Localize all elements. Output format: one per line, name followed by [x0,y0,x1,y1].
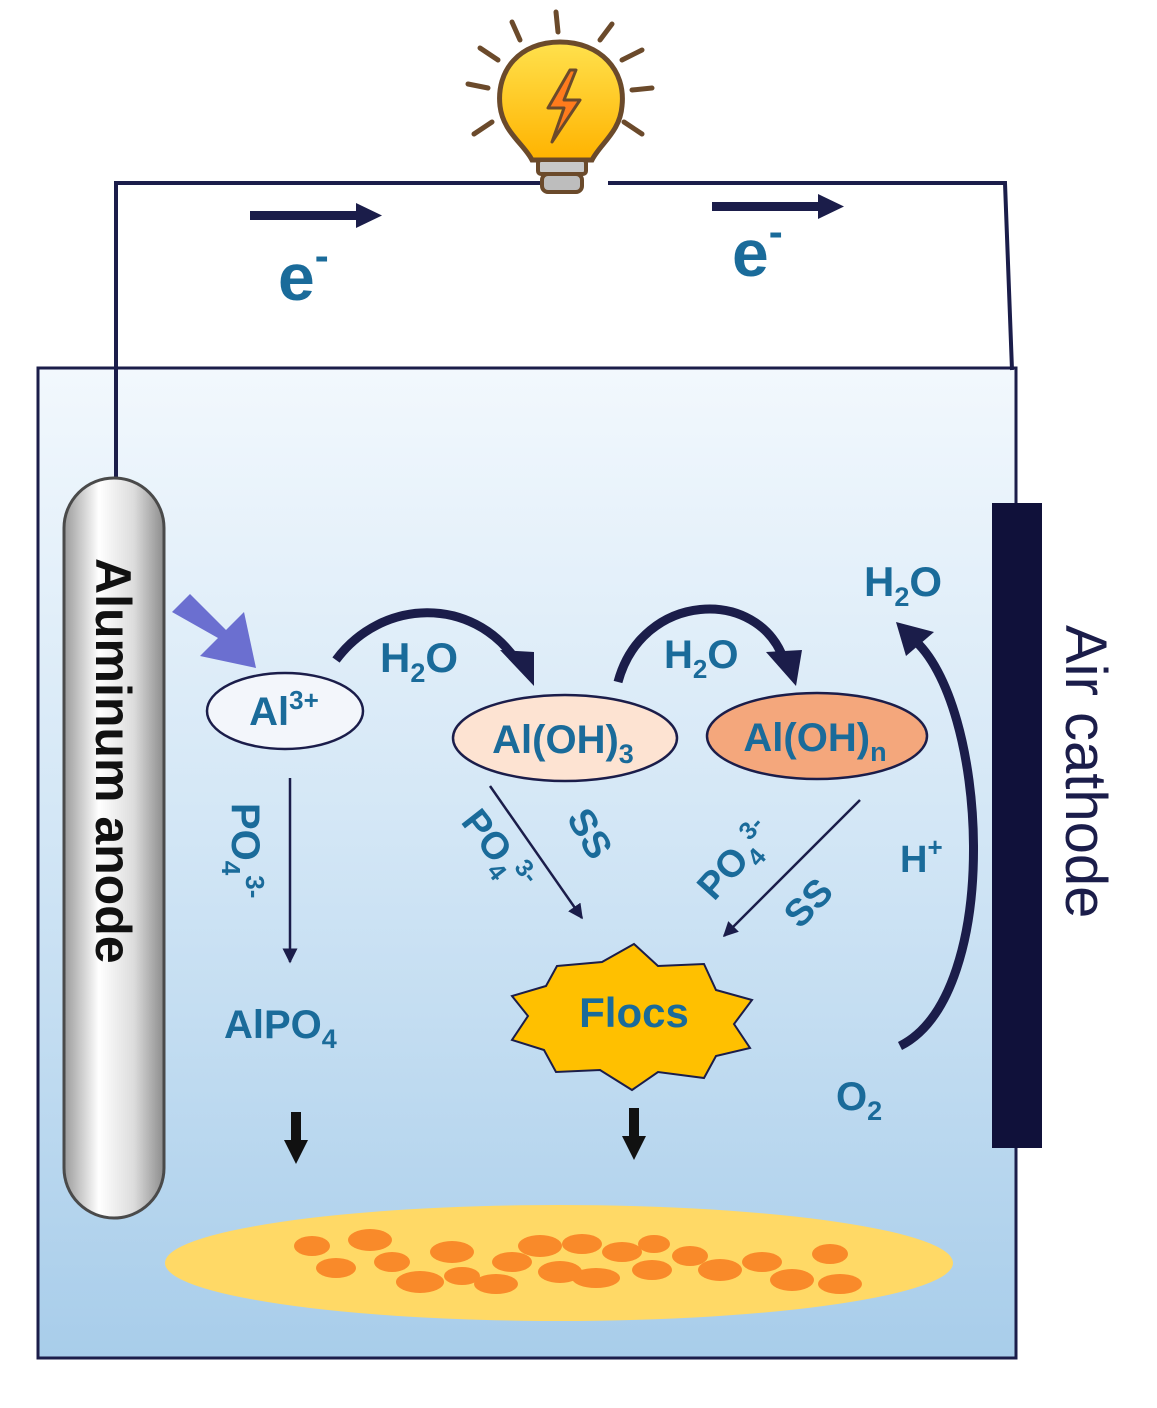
cathode-label: Air cathode [1053,625,1118,918]
hydrolysis-arrow-2 [613,604,789,684]
coagulation-arrow-1 [488,785,584,920]
electron-arrow-right [712,194,844,219]
electron-arrow-left [250,203,382,228]
settling-arrow-right [622,1108,646,1160]
water-label-1: H2O [380,634,458,688]
anode-label: Aluminum anode [85,558,141,964]
flocs-burst [510,942,754,1092]
water-label-2: H2O [664,633,738,684]
al-ohn-node [705,691,929,781]
al-ohn-label: Al(OH)n [743,716,886,767]
reduction-arrow [897,634,978,1051]
proton-label: H+ [900,832,943,881]
water-tank [36,366,1018,1360]
flocs-label: Flocs [579,989,689,1036]
aluminum-anode [62,476,166,1220]
al-ion-node [205,671,365,751]
al-oh3-label: Al(OH)3 [492,718,634,769]
sediment-particles [294,1229,862,1294]
water-label-3: H2O [864,558,942,612]
coagulation-arrow-2 [722,799,861,938]
al-oh3-node [451,693,679,783]
electron-label-right: e- [732,208,783,290]
oxygen-label: O2 [836,1075,882,1126]
circuit-wire [114,181,1014,478]
alpo4-label: AlPO4 [224,1003,337,1054]
light-bulb-icon [465,9,655,194]
air-cathode [992,503,1042,1148]
electron-label-left: e- [278,232,329,314]
settling-arrow-left [284,1112,308,1164]
al-ion-label: Al3+ [249,685,319,734]
hydrolysis-arrow-1 [332,608,520,663]
phosphate-label-left: PO43- [216,803,270,898]
release-arrow [172,594,256,668]
